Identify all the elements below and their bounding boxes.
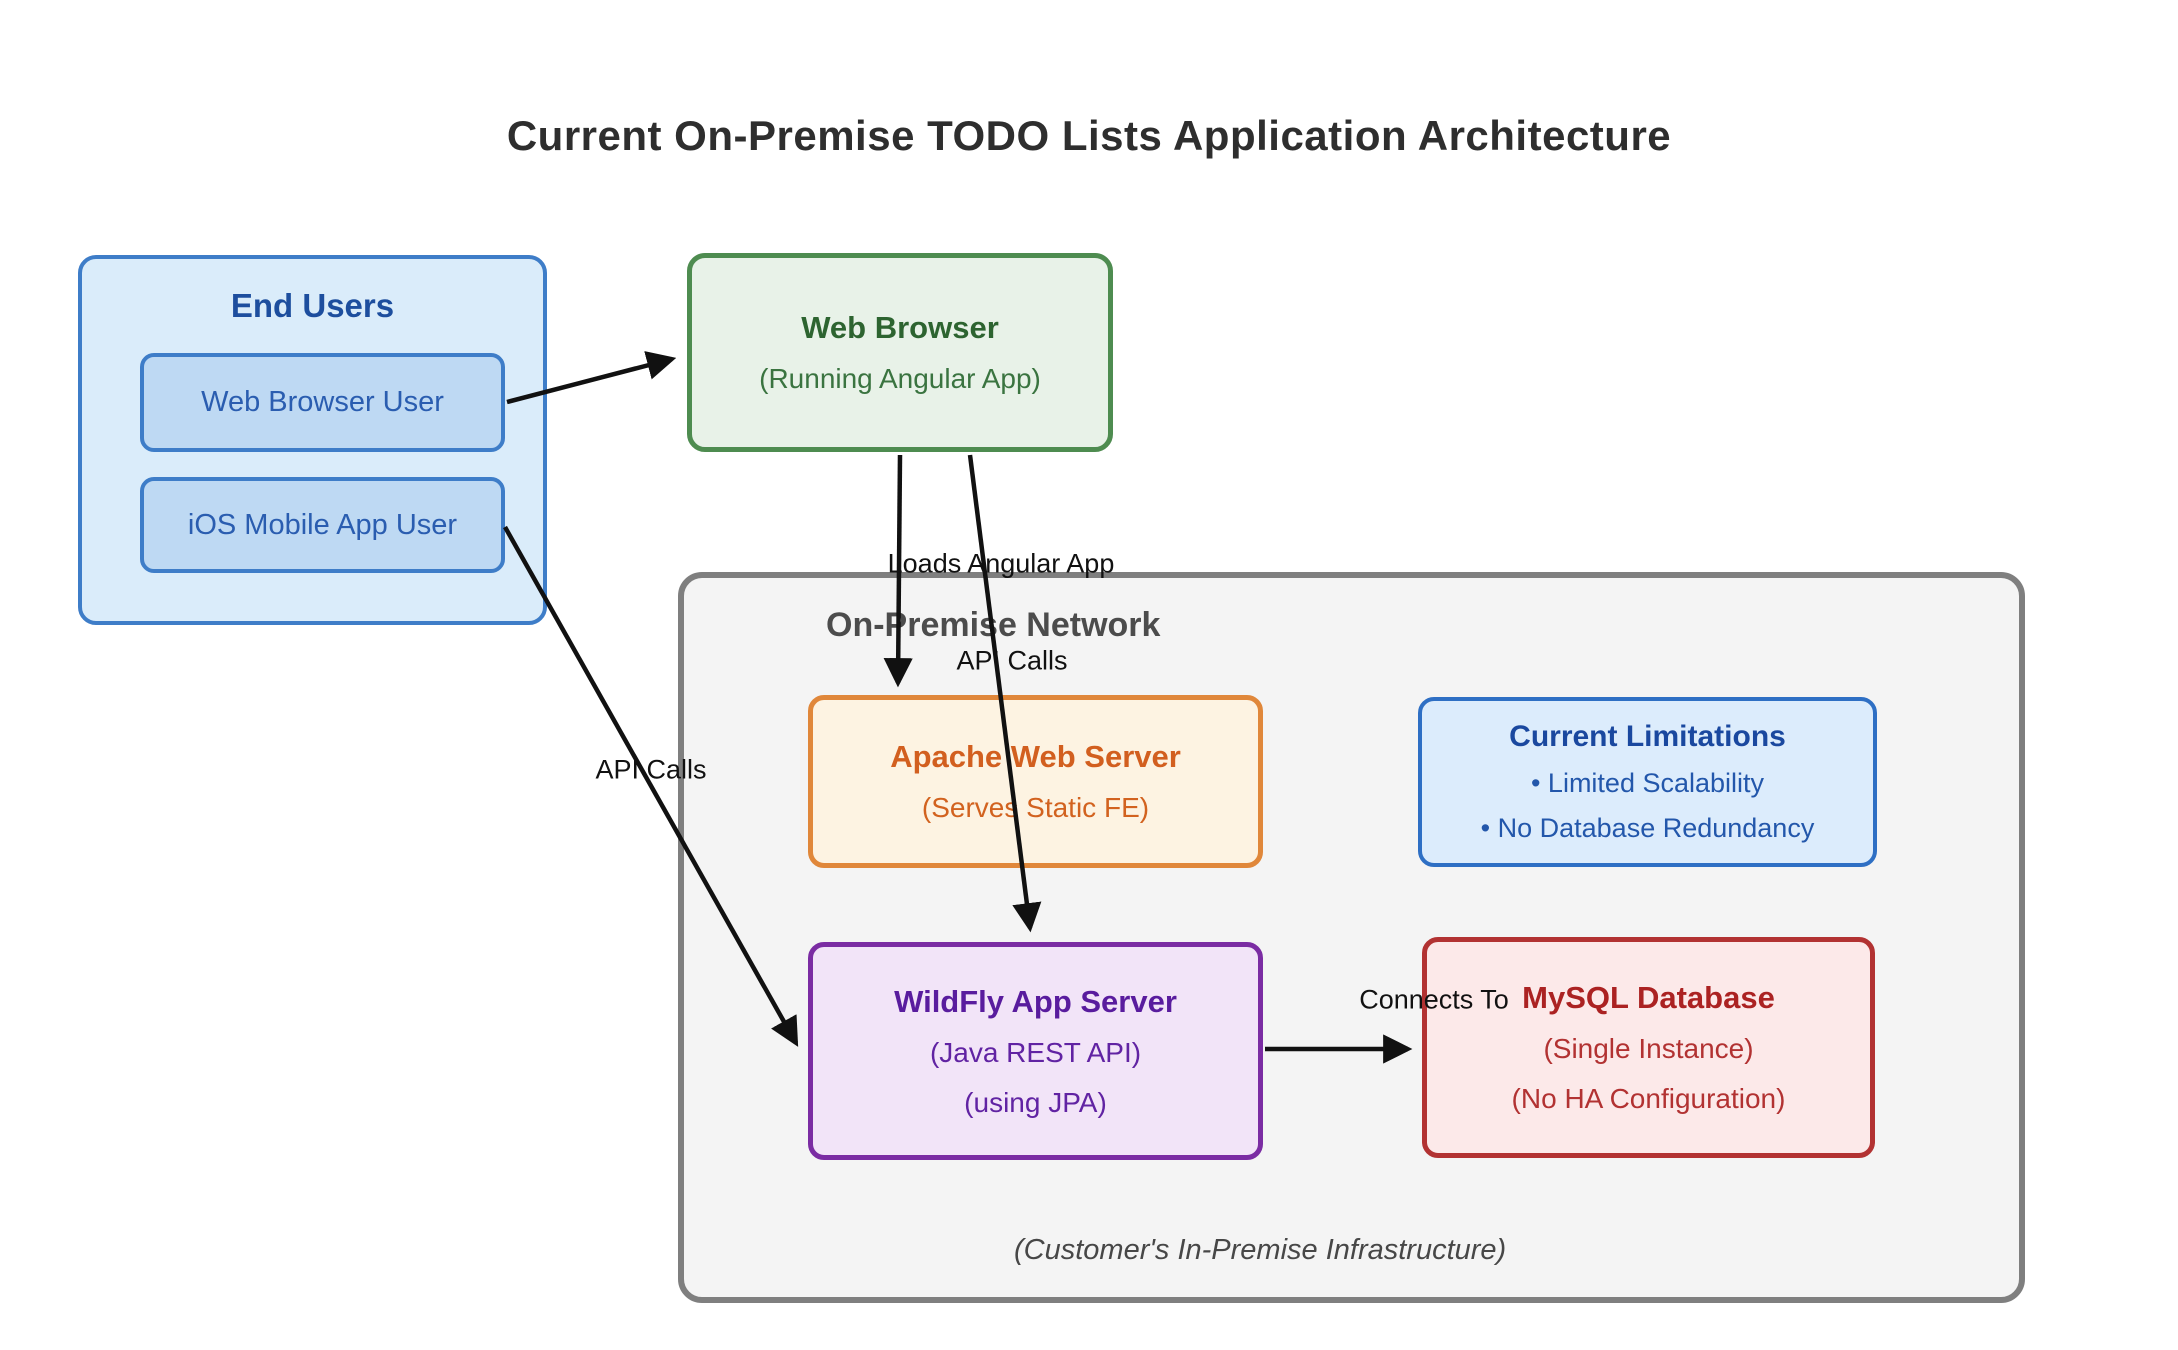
- edge-label-api-calls-browser: API Calls: [956, 645, 1068, 676]
- limitation-item: • Limited Scalability: [1530, 768, 1765, 798]
- node-subtitle: (No HA Configuration): [1511, 1083, 1786, 1114]
- edge-label-loads-angular-app: Loads Angular App: [887, 548, 1115, 579]
- end-users-group-label: End Users: [230, 287, 395, 324]
- node-label: Web Browser User: [201, 386, 444, 418]
- node-title: WildFly App Server: [894, 983, 1177, 1019]
- node-mysql-database: MySQL Database (Single Instance) (No HA …: [1422, 937, 1875, 1158]
- edge-label-connects-to: Connects To: [1359, 984, 1509, 1015]
- node-subtitle: (Serves Static FE): [921, 792, 1150, 823]
- on-premise-network-label: On-Premise Network: [826, 606, 1161, 644]
- limitation-item: • No Database Redundancy: [1480, 813, 1815, 843]
- node-ios-mobile-app-user: iOS Mobile App User: [140, 477, 505, 573]
- edge-label-api-calls-ios: API Calls: [595, 754, 707, 785]
- on-premise-footnote: (Customer's In-Premise Infrastructure): [1014, 1234, 1507, 1266]
- node-subtitle: (using JPA): [964, 1086, 1107, 1118]
- node-web-browser-user: Web Browser User: [140, 353, 505, 452]
- node-label: iOS Mobile App User: [187, 508, 458, 541]
- node-title: Current Limitations: [1509, 720, 1786, 753]
- node-current-limitations: Current Limitations • Limited Scalabilit…: [1418, 697, 1877, 867]
- node-apache-web-server: Apache Web Server (Serves Static FE): [808, 695, 1263, 868]
- node-wildfly-app-server: WildFly App Server (Java REST API) (usin…: [808, 942, 1263, 1160]
- node-title: Web Browser: [801, 310, 999, 345]
- node-title: MySQL Database: [1522, 980, 1775, 1015]
- node-subtitle: (Single Instance): [1543, 1033, 1754, 1064]
- diagram-title: Current On-Premise TODO Lists Applicatio…: [506, 112, 1672, 159]
- node-subtitle: (Running Angular App): [759, 363, 1041, 394]
- node-subtitle: (Java REST API): [929, 1036, 1142, 1068]
- node-web-browser: Web Browser (Running Angular App): [687, 253, 1113, 452]
- node-title: Apache Web Server: [890, 739, 1181, 774]
